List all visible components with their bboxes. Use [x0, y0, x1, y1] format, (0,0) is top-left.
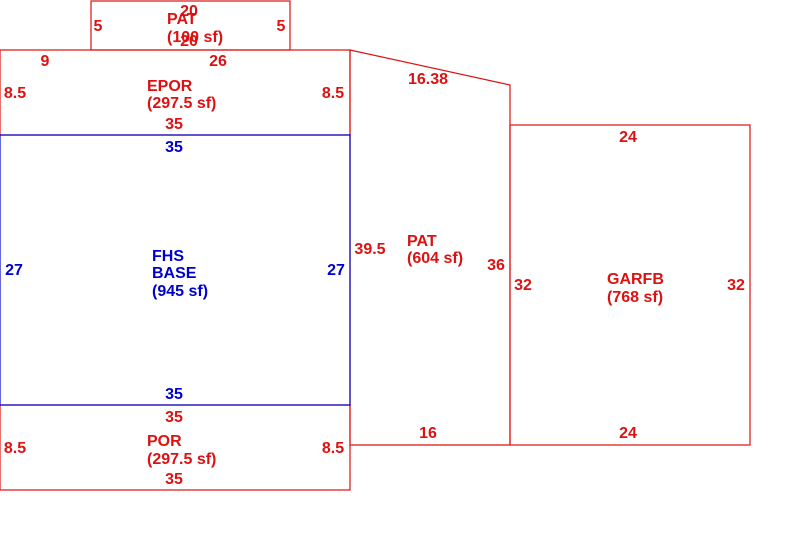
garfb-name: GARFB — [607, 271, 664, 288]
pat-top-dim-right: 5 — [277, 18, 286, 35]
base-name-line1: FHS — [152, 248, 184, 265]
base-name-line2: BASE — [152, 265, 197, 282]
pat-side-dim-top: 16.38 — [408, 71, 448, 88]
epor-dim-bottom: 35 — [165, 116, 183, 133]
pat-side-dim-right: 36 — [487, 257, 505, 274]
base-area: (945 sf) — [152, 283, 208, 300]
base-dim-top: 35 — [165, 139, 183, 156]
garfb-dim-left: 32 — [514, 277, 532, 294]
por-dim-bottom: 35 — [165, 471, 183, 488]
pat-side-area: (604 sf) — [407, 250, 463, 267]
por-dim-right: 8.5 — [322, 440, 344, 457]
pat-side-name: PAT — [407, 233, 437, 250]
pat-top-dim-top: 20 — [180, 3, 198, 20]
epor-dim-right: 8.5 — [322, 85, 344, 102]
por-area: (297.5 sf) — [147, 451, 216, 468]
por-dim-top: 35 — [165, 409, 183, 426]
garfb-area: (768 sf) — [607, 289, 663, 306]
base-dim-right: 27 — [327, 262, 345, 279]
garfb-outline — [509, 124, 751, 446]
por-name: POR — [147, 433, 182, 450]
base-dim-bottom: 35 — [165, 386, 183, 403]
epor-area: (297.5 sf) — [147, 95, 216, 112]
base-outline — [0, 134, 351, 406]
garfb-dim-bottom: 24 — [619, 425, 637, 442]
base-dim-left: 27 — [5, 262, 23, 279]
epor-name: EPOR — [147, 78, 193, 95]
epor-dim-top-right: 26 — [209, 53, 227, 70]
epor-dim-top-left: 9 — [41, 53, 50, 70]
garfb-dim-right: 32 — [727, 277, 745, 294]
pat-side-dim-bottom: 16 — [419, 425, 437, 442]
pat-top-name: PAT — [167, 11, 197, 28]
garfb-dim-top: 24 — [619, 129, 637, 146]
pat-top-area: (100 sf) — [167, 29, 223, 46]
pat-top-dim-bottom: 20 — [180, 33, 198, 50]
pat-top-dim-left: 5 — [94, 18, 103, 35]
pat-side-dim-left: 39.5 — [354, 241, 385, 258]
por-dim-left: 8.5 — [4, 440, 26, 457]
epor-dim-left: 8.5 — [4, 85, 26, 102]
